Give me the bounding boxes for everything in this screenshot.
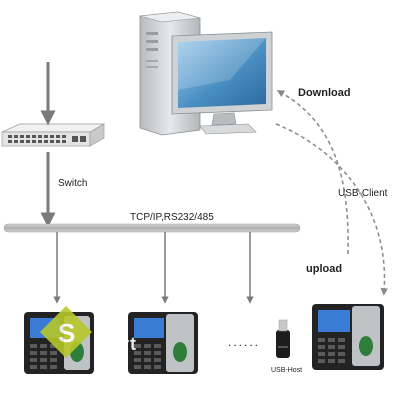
network-bus bbox=[3, 223, 301, 233]
usb-host-label: USB-Host bbox=[271, 367, 302, 374]
usb-client-label: USB-Client bbox=[338, 188, 388, 199]
download-dashed-curve bbox=[276, 90, 349, 255]
more-devices-ellipsis: ...... bbox=[228, 335, 260, 349]
vietsmart-watermark: S Viet mart bbox=[40, 306, 137, 358]
watermark-letter: S bbox=[58, 318, 75, 348]
watermark-line1: Viet bbox=[94, 315, 118, 329]
upload-dashed-curve bbox=[275, 123, 389, 296]
upload-label: upload bbox=[306, 263, 342, 275]
bus-label: TCP/IP,RS232/485 bbox=[130, 212, 214, 223]
download-label: Download bbox=[298, 87, 351, 99]
watermark-line2: mart bbox=[94, 334, 137, 354]
fingerprint-terminal-icon bbox=[312, 304, 384, 370]
switch-label: Switch bbox=[58, 178, 87, 189]
usb-flash-drive-icon bbox=[276, 319, 290, 358]
fingerprint-terminal-icon bbox=[128, 312, 198, 374]
network-switch-icon bbox=[1, 123, 106, 147]
monitor-icon bbox=[171, 31, 273, 135]
